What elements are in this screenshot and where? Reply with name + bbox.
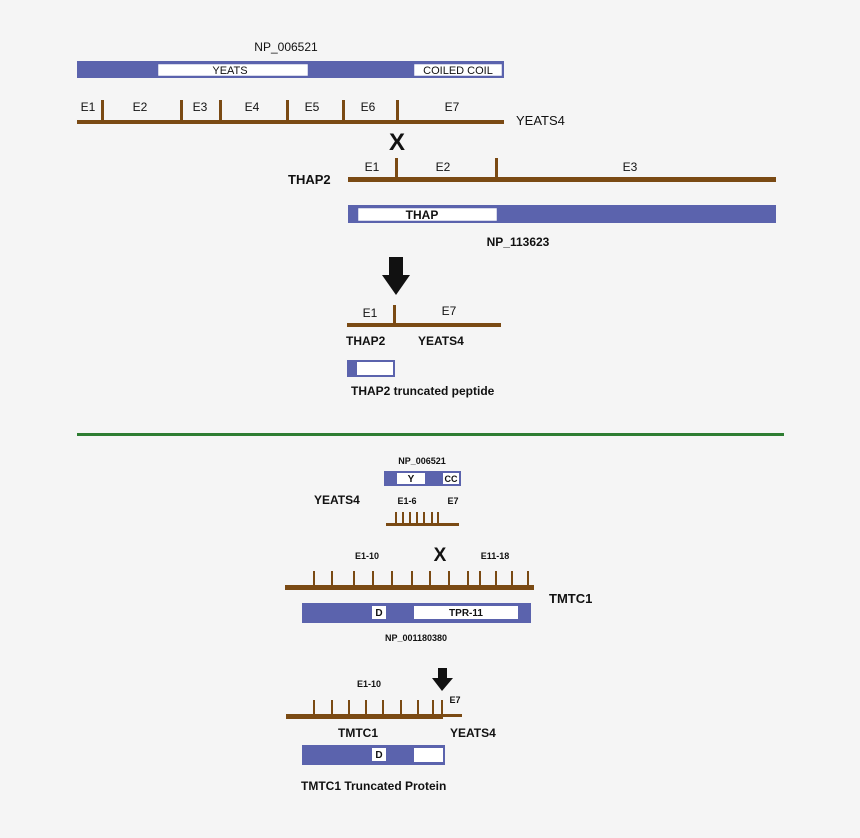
yeats4-exon-label: E4 [245,100,260,114]
section-divider [77,433,784,436]
yeats4-exons-left-label: E1-6 [397,496,416,506]
yeats4-exon-label: E2 [133,100,148,114]
exon-tick [313,571,315,586]
yeats-domain-label: YEATS [212,65,247,77]
exon-tick [527,571,529,586]
tmtc1-gene-label: TMTC1 [549,591,592,606]
thap2-exon-label: E1 [365,160,380,174]
exon-tick [429,571,431,586]
exon-tick [348,700,350,715]
yeats4-exon-label: E5 [305,100,320,114]
exon-tick [423,512,425,524]
exon-tick [313,700,315,715]
exon-tick [365,700,367,715]
exon-tick [511,571,513,586]
exon-tick [448,571,450,586]
yeats4-exon-label: E6 [361,100,376,114]
y-domain-box [397,473,425,484]
yeats4-gene-small [386,512,459,526]
down-arrow-icon [382,257,410,295]
fusion-exon-label: E1 [363,306,378,320]
fusion-mark-top: X [389,129,405,156]
cc-domain-box [443,473,459,484]
tmtc1-protein-id: NP_001180380 [385,633,447,643]
thap-domain-box [357,207,498,222]
y-domain-label: Y [408,474,415,485]
tmtc1-truncated-protein-bar: D [302,745,445,765]
tmtc1-yeats4-fusion-gene [286,700,462,719]
exon-tick [391,571,393,586]
thap2-protein-bar: THAP [348,205,776,223]
fusion-right-gene-label-small: YEATS4 [450,726,496,740]
thap2-truncated-peptide-bar [347,360,395,377]
yeats4-exon-label: E7 [445,100,460,114]
yeats4-protein-bar-small: Y CC [384,471,461,486]
tmtc1-gene [285,571,534,590]
tpr-domain-box [414,606,518,619]
yeats4-gene-label: YEATS4 [516,113,565,128]
fusion-left-gene-label-small: TMTC1 [338,726,378,740]
exon-tick [431,512,433,524]
exon-tick [382,700,384,715]
coiled-coil-domain-label: COILED COIL [423,65,493,77]
down-arrow-icon-small [432,668,453,691]
exon-tick [411,571,413,586]
exon-tick [416,512,418,524]
exon-tick [432,700,434,715]
yeats4-gene: E1 E2 E3 E4 E5 E6 E7 [77,100,504,124]
exon-tick [400,700,402,715]
d-domain-box [372,606,386,619]
fusion-left-gene-label: THAP2 [346,334,386,348]
fusion-exon-right-label: E7 [449,695,460,705]
yeats4-gene-label-small: YEATS4 [314,493,360,507]
yeats4-protein-bar: YEATS COILED COIL [77,61,504,78]
tmtc1-truncated-label: TMTC1 Truncated Protein [301,779,446,793]
exon-tick [495,571,497,586]
tmtc1-exons-left-label: E1-10 [355,551,379,561]
exon-tick [409,512,411,524]
thap2-yeats4-fusion-gene: E1 E7 [347,304,501,327]
yeats4-protein-id: NP_006521 [254,40,318,54]
fusion-right-gene-label: YEATS4 [418,334,464,348]
yeats4-exons-right-label: E7 [447,496,458,506]
exon-tick [331,571,333,586]
exon-tick [372,571,374,586]
exon-tick [331,700,333,715]
d-domain-label: D [375,608,382,619]
thap2-gene-label: THAP2 [288,172,331,187]
exon-tick [479,571,481,586]
thap2-truncated-label: THAP2 truncated peptide [351,384,495,398]
tmtc1-protein-bar: D TPR-11 [302,603,531,623]
yeats4-protein-id-small: NP_006521 [398,456,446,466]
thap2-exon-label: E2 [436,160,451,174]
thap2-exon-label: E3 [623,160,638,174]
thap-domain-label: THAP [406,208,439,222]
exon-tick [353,571,355,586]
yeats-domain-box [157,63,309,77]
exon-tick [402,512,404,524]
fusion-exons-left-label: E1-10 [357,679,381,689]
yeats4-exon-label: E3 [193,100,208,114]
yeats4-exon-label: E1 [81,100,96,114]
thap2-gene: E1 E2 E3 [348,158,776,182]
exon-tick [417,700,419,715]
exon-tick [437,512,439,524]
exon-tick [467,571,469,586]
fusion-exon-label: E7 [442,304,457,318]
exon-tick [395,512,397,524]
coiled-coil-domain-box [413,63,503,77]
thap2-protein-id: NP_113623 [487,235,550,249]
fusion-mark-bottom: X [434,545,447,566]
exon-tick [441,700,443,715]
tpr-domain-label: TPR-11 [449,608,483,619]
truncated-d-domain-box [372,748,386,761]
truncated-d-domain-label: D [375,750,382,761]
cc-domain-label: CC [445,474,458,484]
tmtc1-exons-right-label: E11-18 [481,551,510,561]
